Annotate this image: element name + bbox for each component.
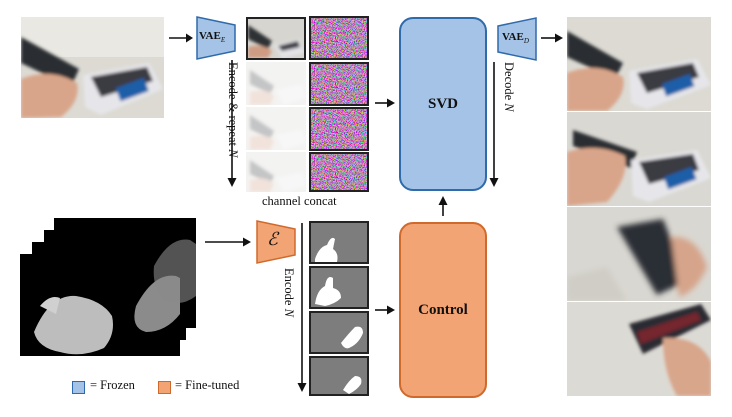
arrow-down-icon — [297, 223, 307, 392]
channel-concat-label: channel concat — [262, 194, 337, 208]
mask-latent-3 — [309, 311, 369, 354]
latent-frame-3 — [246, 107, 306, 150]
vae-decoder-block: VAED — [497, 17, 537, 61]
output-frame-4 — [567, 302, 711, 396]
output-frame-3 — [567, 207, 711, 301]
legend-frozen-label: = Frozen — [90, 378, 135, 392]
encode-label: Encode N — [282, 268, 296, 317]
noise-latent-4 — [309, 152, 369, 192]
vae-decoder-label: VAE — [502, 31, 524, 43]
mask-latent-4 — [309, 356, 369, 396]
noise-latent-2 — [309, 62, 369, 106]
input-frame-image — [21, 17, 164, 118]
noise-latent-3 — [309, 107, 369, 151]
svd-label: SVD — [427, 95, 458, 112]
legend-finetuned-label: = Fine-tuned — [175, 378, 240, 392]
mask-sequence-stack — [20, 218, 200, 358]
arrow-right-icon — [375, 98, 395, 108]
vae-encoder-subscript: E — [220, 36, 226, 45]
control-encoder-block: ℰ — [256, 220, 296, 264]
vae-decoder-subscript: D — [523, 37, 529, 46]
encode-repeat-label: Encode & repeat N — [226, 62, 240, 158]
svd-block: SVD — [399, 17, 487, 191]
mask-latent-1 — [309, 221, 369, 264]
decode-label: Decode N — [502, 62, 516, 112]
control-label: Control — [418, 301, 468, 318]
noise-latent-1 — [309, 16, 369, 60]
arrow-right-icon — [541, 33, 563, 43]
arrow-down-icon — [489, 62, 499, 187]
output-frame-2 — [567, 112, 711, 206]
control-block: Control — [399, 222, 487, 398]
encoder-symbol-label: ℰ — [267, 229, 278, 249]
legend-frozen-swatch — [72, 381, 85, 394]
arrow-right-icon — [375, 305, 395, 315]
latent-frame-1 — [246, 17, 306, 60]
arrow-up-icon — [438, 196, 448, 216]
mask-latent-2 — [309, 266, 369, 309]
legend-finetuned-swatch — [158, 381, 171, 394]
arrow-right-icon — [205, 237, 251, 247]
vae-encoder-label: VAE — [199, 30, 221, 42]
latent-frame-2 — [246, 62, 306, 105]
output-frame-1 — [567, 17, 711, 111]
vae-encoder-block: VAEE — [196, 16, 236, 60]
arrow-down-icon — [227, 60, 237, 187]
arrow-right-icon — [169, 33, 193, 43]
latent-frame-4 — [246, 152, 306, 192]
